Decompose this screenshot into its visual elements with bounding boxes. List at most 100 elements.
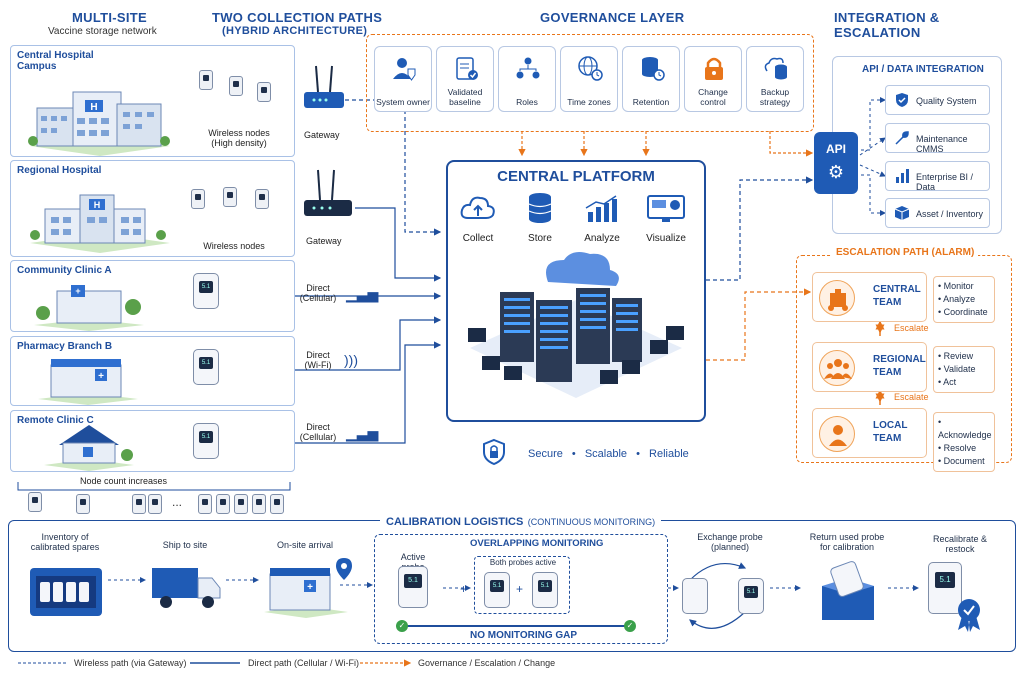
probe-reading: 5.1 (744, 586, 758, 598)
database-icon (528, 193, 552, 223)
function-label: Analyze (584, 233, 620, 244)
delivery-truck-icon (152, 568, 221, 608)
wireless-node (199, 70, 213, 90)
governance-system-owner[interactable]: System owner (374, 46, 432, 112)
site-regional-hospital: Regional Hospital H Wireless nodes (10, 160, 295, 257)
probe-reading: 5.1 (935, 572, 955, 588)
recal-label: Recalibrate & restock (932, 534, 988, 554)
team-actions: • Monitor • Analyze • Coordinate (933, 276, 995, 323)
tagline-separator: • (571, 448, 576, 460)
sensor-reading: 5.1 (199, 431, 213, 443)
governance-label: Retention (632, 97, 670, 107)
team-local[interactable]: LOCAL TEAM (812, 408, 927, 458)
integration-enterprise-bi[interactable]: Enterprise BI / Data (885, 161, 990, 192)
cellular-sensor: 5.1 (193, 423, 219, 459)
team-central[interactable]: CENTRAL TEAM (812, 272, 927, 322)
remote-clinic-illustration (44, 425, 134, 471)
integration-asset-inventory[interactable]: Asset / Inventory (885, 198, 990, 228)
governance-header: GOVERNANCE LAYER (540, 10, 685, 25)
legend-governance: Governance / Escalation / Change (418, 658, 556, 668)
tagline-scalable: Scalable (584, 448, 628, 460)
building-team-icon (819, 280, 855, 316)
analytics-chart-icon (585, 195, 617, 222)
function-label: Store (528, 233, 552, 244)
link-label: Direct (Cellular) (299, 422, 337, 442)
paths-header: TWO COLLECTION PATHS (212, 10, 383, 25)
integration-maintenance-cmms[interactable]: Maintenance CMMS (885, 123, 990, 154)
wireless-node (216, 494, 230, 514)
integration-label: Asset / Inventory (916, 209, 984, 219)
governance-backup-strategy[interactable]: Backup strategy (746, 46, 804, 112)
multisite-header: MULTI-SITE (72, 10, 147, 25)
function-label: Collect (462, 233, 494, 244)
person-icon (819, 416, 855, 452)
wireless-node (257, 82, 271, 102)
action-item: • Document (938, 456, 985, 466)
integration-quality-system[interactable]: Quality System (885, 85, 990, 115)
return-label: Return used probe for calibration (809, 532, 885, 552)
calibration-title: CALIBRATION LOGISTICS (386, 516, 524, 528)
sensor-reading: 5.1 (199, 281, 213, 293)
governance-roles[interactable]: Roles (498, 46, 556, 112)
action-item: • Review (938, 351, 974, 361)
integration-header: INTEGRATION & ESCALATION (834, 10, 940, 40)
database-clock-icon (642, 57, 665, 81)
org-roles-icon (516, 57, 540, 79)
wireless-node (234, 494, 248, 514)
legend-direct: Direct path (Cellular / Wi-Fi) (248, 658, 360, 668)
escalate-label: Escalate (894, 392, 929, 402)
site-name: Community Clinic A (17, 265, 112, 276)
ellipsis: ... (172, 495, 183, 509)
api-badge[interactable]: API ⚙ (814, 132, 858, 194)
multisite-subheader: Vaccine storage network (48, 26, 157, 37)
padlock-icon (705, 57, 723, 80)
team-actions: • Review • Validate • Act (933, 346, 995, 393)
platform-title: CENTRAL PLATFORM (497, 168, 655, 185)
box-icon (894, 206, 910, 220)
calibration-subtitle: (CONTINUOUS MONITORING) (527, 517, 656, 527)
escalation-title: ESCALATION PATH (ALARM) (832, 247, 979, 258)
governance-retention[interactable]: Retention (622, 46, 680, 112)
no-gap-label: NO MONITORING GAP (470, 630, 578, 641)
exchange-label: Exchange probe (planned) (697, 532, 763, 552)
pharmacy-illustration: + (38, 359, 138, 405)
svg-text:H: H (90, 102, 97, 113)
team-name: CENTRAL TEAM (873, 284, 921, 308)
gear-icon: ⚙ (827, 162, 845, 182)
governance-validated-baseline[interactable]: Validated baseline (436, 46, 494, 112)
governance-label: Validated baseline (447, 87, 483, 107)
hospital-campus-illustration: H (28, 91, 170, 156)
wireless-node (229, 76, 243, 96)
wireless-node (255, 189, 269, 209)
platform-tagline: Secure • Scalable • Reliable (528, 448, 689, 460)
paths-subheader: (HYBRID ARCHITECTURE) (222, 25, 368, 37)
governance-change-control[interactable]: Change control (684, 46, 742, 112)
overlap-title: OVERLAPPING MONITORING (470, 538, 604, 549)
probe-reading: 5.1 (538, 580, 552, 592)
cloud-backup-icon (764, 57, 787, 80)
step-label: Ship to site (162, 540, 208, 550)
governance-label: Roles (516, 97, 538, 107)
both-probes-box (474, 556, 570, 614)
svg-text:+: + (307, 582, 313, 593)
site-name: Central Hospital Campus (17, 50, 94, 72)
wrench-icon (895, 131, 909, 145)
data-center-illustration (468, 252, 684, 398)
wireless-nodes-label: Wireless nodes (High density) (208, 128, 270, 148)
tagline-secure: Secure (528, 448, 563, 460)
globe-clock-icon (578, 56, 603, 81)
probe-old: 5.1 (484, 572, 510, 608)
probe-fresh: 5.1 (738, 578, 764, 614)
wireless-node (223, 187, 237, 207)
team-regional[interactable]: REGIONAL TEAM (812, 342, 927, 392)
action-item: • Monitor (938, 281, 974, 291)
action-item: • Resolve (938, 443, 977, 453)
tagline-reliable: Reliable (649, 448, 689, 460)
governance-label: System owner (376, 97, 430, 107)
governance-label: Change control (698, 87, 728, 107)
spares-case-illustration (30, 568, 102, 616)
shield-check-icon (896, 93, 908, 107)
cloud-upload-icon (460, 196, 495, 219)
governance-time-zones[interactable]: Time zones (560, 46, 618, 112)
